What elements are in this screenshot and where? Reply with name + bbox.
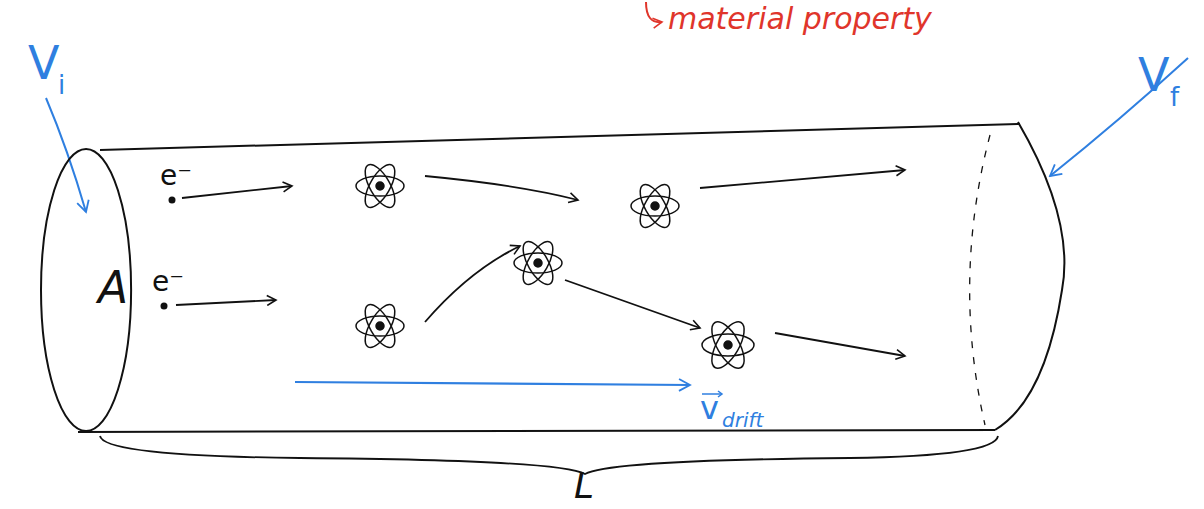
wire-outline xyxy=(100,124,1020,150)
electron-label: e⁻ xyxy=(160,162,192,190)
wire-outline xyxy=(78,430,995,432)
area-label: A xyxy=(98,266,128,310)
length-label: L xyxy=(574,468,594,504)
electron-label: e⁻ xyxy=(152,268,184,296)
drift-arrow xyxy=(295,382,690,385)
note-hook xyxy=(646,2,662,22)
electron xyxy=(161,303,168,310)
potential-label: V xyxy=(1138,52,1169,98)
potential-label: V xyxy=(28,40,59,86)
velocity-label: v xyxy=(700,392,719,424)
cross-section: A xyxy=(40,148,132,432)
subscript: f xyxy=(1170,84,1179,110)
atom xyxy=(356,160,754,373)
wire-end xyxy=(995,122,1064,430)
note: material property xyxy=(668,4,932,34)
subscript: drift xyxy=(722,410,763,430)
length-brace xyxy=(100,436,998,474)
electron-path xyxy=(176,170,905,356)
electron xyxy=(169,197,176,204)
subscript: i xyxy=(58,72,65,98)
hidden-end xyxy=(970,135,990,425)
